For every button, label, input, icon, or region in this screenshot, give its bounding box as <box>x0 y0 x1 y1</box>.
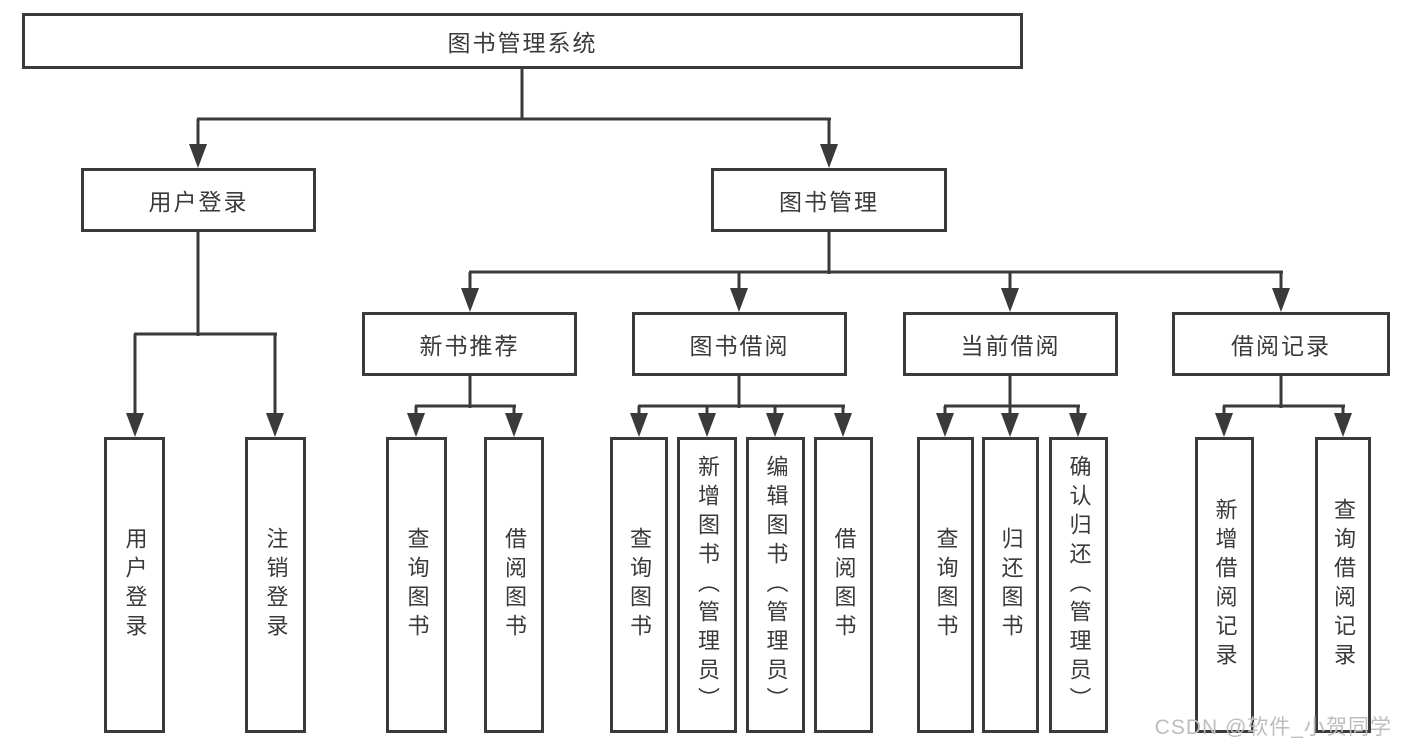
arrow-down-icon <box>1001 288 1019 312</box>
node-user-login-action: 用户登录 <box>104 437 165 733</box>
arrow-down-icon <box>820 144 838 168</box>
node-book-management: 图书管理 <box>711 168 947 232</box>
arrow-down-icon <box>1215 413 1233 437</box>
arrow-down-icon <box>1001 413 1019 437</box>
node-bb-query-books: 查询图书 <box>610 437 668 733</box>
arrow-down-icon <box>630 413 648 437</box>
arrow-down-icon <box>461 288 479 312</box>
arrow-down-icon <box>505 413 523 437</box>
node-rec-query-books: 查询图书 <box>386 437 447 733</box>
node-cb-confirm-return-admin: 确认归还（管理员） <box>1049 437 1108 733</box>
node-book-borrowing: 图书借阅 <box>632 312 847 376</box>
arrow-down-icon <box>698 413 716 437</box>
node-user-login: 用户登录 <box>81 168 316 232</box>
arrow-down-icon <box>1334 413 1352 437</box>
arrow-down-icon <box>766 413 784 437</box>
node-bb-add-books-admin: 新增图书（管理员） <box>677 437 737 733</box>
node-current-borrowing: 当前借阅 <box>903 312 1118 376</box>
arrow-down-icon <box>189 144 207 168</box>
arrow-down-icon <box>126 413 144 437</box>
watermark: CSDN @软件_小贺同学 <box>1154 716 1392 739</box>
arrow-down-icon <box>266 413 284 437</box>
arrow-down-icon <box>936 413 954 437</box>
node-cb-query-books: 查询图书 <box>917 437 974 733</box>
node-new-book-recommendation: 新书推荐 <box>362 312 577 376</box>
node-library-management-system: 图书管理系统 <box>22 13 1023 69</box>
arrow-down-icon <box>1272 288 1290 312</box>
node-rec-borrow-books: 借阅图书 <box>484 437 544 733</box>
node-cb-return-books: 归还图书 <box>982 437 1039 733</box>
arrow-down-icon <box>834 413 852 437</box>
arrow-down-icon <box>730 288 748 312</box>
node-br-add-record: 新增借阅记录 <box>1195 437 1254 733</box>
node-br-query-record: 查询借阅记录 <box>1315 437 1371 733</box>
node-bb-edit-books-admin: 编辑图书（管理员） <box>746 437 805 733</box>
node-borrowing-records: 借阅记录 <box>1172 312 1390 376</box>
arrow-down-icon <box>407 413 425 437</box>
node-logout-action: 注销登录 <box>245 437 306 733</box>
arrow-down-icon <box>1069 413 1087 437</box>
node-bb-borrow-books: 借阅图书 <box>814 437 873 733</box>
